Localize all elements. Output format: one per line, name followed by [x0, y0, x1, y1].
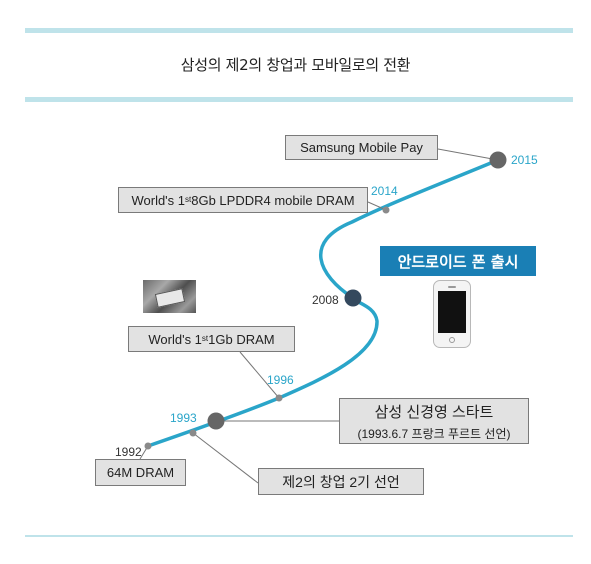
- node-1996: [275, 394, 283, 402]
- lpddr4-text-pre: World's 1: [131, 192, 186, 208]
- page-title: 삼성의 제2의 창업과 모바일로의 전환: [180, 56, 411, 74]
- milestone-second-founding: 제2의 창업 2기 선언: [258, 468, 424, 495]
- new-management-title: 삼성 신경영 스타트: [374, 403, 494, 421]
- phone-speaker: [448, 286, 456, 288]
- chip-body: [154, 288, 186, 308]
- top-rule: [25, 28, 573, 33]
- year-label-1992: 1992: [115, 445, 142, 459]
- bottom-rule: [25, 535, 573, 537]
- node-2015: [489, 151, 507, 169]
- connector-1gb: [239, 351, 280, 399]
- phone-screen: [438, 291, 466, 333]
- node-2008: [344, 289, 362, 307]
- dram-chip-image: [143, 280, 196, 313]
- new-management-subtitle: (1993.6.7 프랑크 푸르트 선언): [357, 426, 511, 441]
- year-label-2014: 2014: [371, 184, 398, 198]
- milestone-android-launch: 안드로이드 폰 출시: [380, 246, 536, 276]
- milestone-samsung-pay: Samsung Mobile Pay: [285, 135, 438, 160]
- node-1993-sub: [189, 429, 197, 437]
- year-label-1993: 1993: [170, 411, 197, 425]
- milestone-64m-dram: 64M DRAM: [95, 459, 186, 486]
- lpddr4-text-post: 8Gb LPDDR4 mobile DRAM: [191, 192, 355, 208]
- node-2014: [382, 206, 390, 214]
- timeline-curve: [146, 158, 500, 448]
- connector-samsung-pay: [437, 148, 499, 161]
- node-1992: [144, 442, 152, 450]
- dram-1gb-text-pre: World's 1: [148, 331, 202, 347]
- milestone-new-management: 삼성 신경영 스타트 (1993.6.7 프랑크 푸르트 선언): [339, 398, 529, 444]
- connector-second-founding: [192, 432, 259, 484]
- dram-1gb-text-post: 1Gb DRAM: [208, 331, 275, 347]
- year-label-2015: 2015: [511, 153, 538, 167]
- title-underline-rule: [25, 97, 573, 102]
- smartphone-icon: [433, 280, 471, 348]
- year-label-1996: 1996: [267, 373, 294, 387]
- phone-home-button: [449, 337, 455, 343]
- year-label-2008: 2008: [312, 293, 339, 307]
- node-1993: [207, 412, 225, 430]
